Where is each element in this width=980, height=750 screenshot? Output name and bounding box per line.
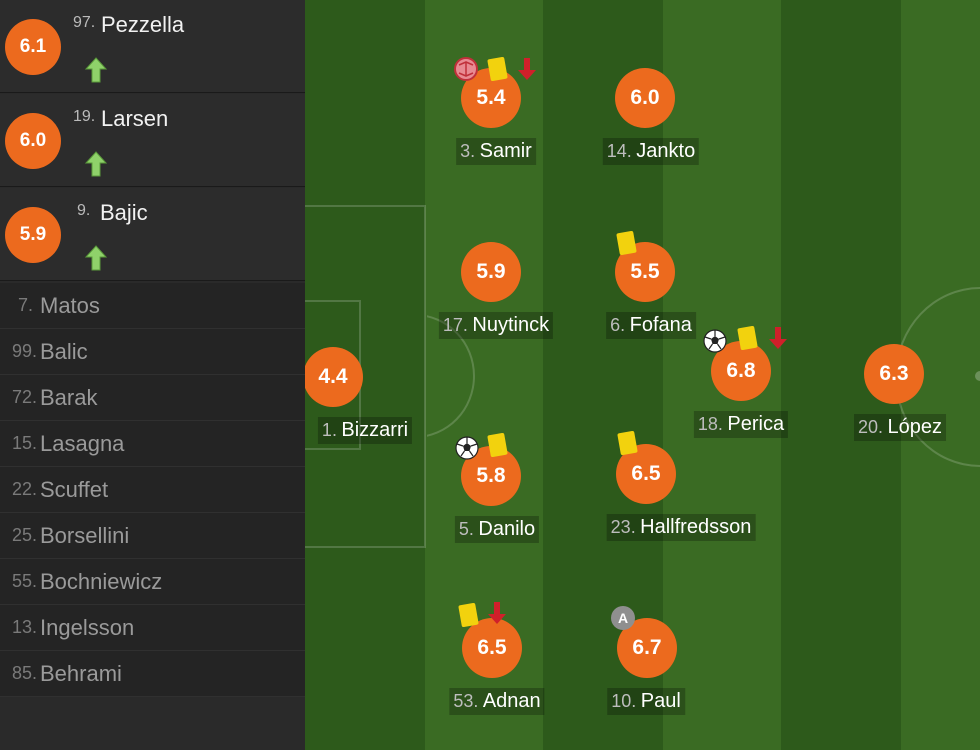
rating-badge: 5.9 <box>461 242 521 302</box>
player-name: Behrami <box>40 661 122 686</box>
player-name: Danilo <box>478 518 536 540</box>
goal-ball-icon <box>703 329 727 353</box>
player-name: Borsellini <box>40 523 130 548</box>
player-name: Paul <box>640 690 681 712</box>
player-label: 6. Fofana <box>606 312 696 339</box>
player-label: 1. Bizzarri <box>317 417 413 444</box>
bench-row[interactable]: 25. Borsellini <box>0 513 305 559</box>
player-number: 5. <box>458 519 474 539</box>
bench-row[interactable]: 22. Scuffet <box>0 467 305 513</box>
yellow-card-icon <box>617 430 638 456</box>
player-label: 53. Adnan <box>449 688 545 715</box>
player-number: 6. <box>610 315 626 335</box>
rating-badge: 5.9 <box>5 207 61 263</box>
rating-badge: 6.5 <box>462 618 522 678</box>
player-number: 7. <box>18 295 34 315</box>
player-name: Bizzarri <box>341 419 409 441</box>
player-label: 17. Nuytinck <box>438 312 554 339</box>
rating-badge: 4.4 <box>305 347 363 407</box>
player-name: Hallfredsson <box>640 516 752 538</box>
rating-badge: 6.0 <box>5 113 61 169</box>
player-number: 23. <box>610 517 636 537</box>
player-label: 3. Samir <box>456 138 536 165</box>
player-number: 53. <box>453 691 479 711</box>
player-name: Bochniewicz <box>40 569 163 594</box>
player-name: Samir <box>479 140 532 162</box>
player-name: Barak <box>40 385 98 410</box>
yellow-card-icon <box>487 56 508 82</box>
player-number: 14. <box>606 141 632 161</box>
player-name: Matos <box>40 293 100 318</box>
sub-in-arrow-icon <box>84 245 108 271</box>
goal-ball-icon <box>455 436 479 460</box>
player-number: 25. <box>12 525 38 545</box>
sub-in-arrow-icon <box>84 57 108 83</box>
player-number: 85. <box>12 663 38 683</box>
yellow-card-icon <box>616 230 637 256</box>
sub-out-arrow-icon <box>769 327 787 349</box>
player-label: 20. López <box>854 414 946 441</box>
player-number: 72. <box>12 387 38 407</box>
bench-row[interactable]: 7. Matos <box>0 283 305 329</box>
player-name: Fofana <box>629 314 692 336</box>
player-name: Bajic <box>100 200 148 225</box>
yellow-card-icon <box>458 602 479 628</box>
penalty-box-line <box>305 205 426 548</box>
substitute-row-larsen[interactable]: 6.0 19. Larsen <box>0 94 305 187</box>
rating-badge: 6.8 <box>711 341 771 401</box>
player-number: 20. <box>858 417 884 437</box>
rating-badge: 6.1 <box>5 19 61 75</box>
player-number: 99. <box>12 341 38 361</box>
player-number: 13. <box>12 617 38 637</box>
captain-icon: A <box>611 606 635 630</box>
pitch: 4.4 1. Bizzarri 5.4 3. Samir 6.0 14. Jan… <box>305 0 980 750</box>
player-name: Balic <box>40 339 88 364</box>
player-name: Adnan <box>482 690 541 712</box>
player-number: 55. <box>12 571 38 591</box>
substitute-row-pezzella[interactable]: 6.1 97. Pezzella <box>0 0 305 93</box>
player-number: 15. <box>12 433 38 453</box>
player-label: 18. Perica <box>693 411 789 438</box>
sub-in-arrow-icon <box>84 151 108 177</box>
player-number: 19. <box>73 108 96 125</box>
player-name: Lasagna <box>40 431 125 456</box>
rating-badge: 6.0 <box>615 68 675 128</box>
player-name: López <box>887 416 942 438</box>
player-label: 14. Jankto <box>602 138 700 165</box>
player-number: 10. <box>611 691 637 711</box>
player-number: 17. <box>442 315 468 335</box>
player-number: 3. <box>460 141 476 161</box>
player-name: Larsen <box>101 106 169 131</box>
bench-row[interactable]: 99. Balic <box>0 329 305 375</box>
bench-row[interactable]: 15. Lasagna <box>0 421 305 467</box>
player-number: 1. <box>321 420 337 440</box>
player-name: Nuytinck <box>472 314 550 336</box>
yellow-card-icon <box>737 325 758 351</box>
player-number: 9. <box>77 202 91 219</box>
player-label: 23. Hallfredsson <box>606 514 756 541</box>
substitute-row-bajic[interactable]: 5.9 9. Bajic <box>0 188 305 281</box>
bench-row[interactable]: 72. Barak <box>0 375 305 421</box>
bench-row[interactable]: 85. Behrami <box>0 651 305 697</box>
lineup-sidebar: 6.1 97. Pezzella 6.0 19. Larsen 5.9 9. B… <box>0 0 305 750</box>
player-number: 22. <box>12 479 38 499</box>
player-name: Ingelsson <box>40 615 135 640</box>
center-spot <box>975 371 980 381</box>
sub-out-arrow-icon <box>518 58 536 80</box>
player-label: 5. Danilo <box>454 516 540 543</box>
bench-row[interactable]: 13. Ingelsson <box>0 605 305 651</box>
sub-out-arrow-icon <box>488 602 506 624</box>
player-name: Scuffet <box>40 477 109 502</box>
player-name: Pezzella <box>101 12 185 37</box>
bench-row[interactable]: 55. Bochniewicz <box>0 559 305 605</box>
player-name: Perica <box>727 413 785 435</box>
player-number: 97. <box>73 14 96 31</box>
player-label: 10. Paul <box>607 688 685 715</box>
rating-badge: 6.3 <box>864 344 924 404</box>
yellow-card-icon <box>487 432 508 458</box>
player-name: Jankto <box>636 140 696 162</box>
own-goal-icon <box>454 57 478 81</box>
player-number: 18. <box>697 414 723 434</box>
